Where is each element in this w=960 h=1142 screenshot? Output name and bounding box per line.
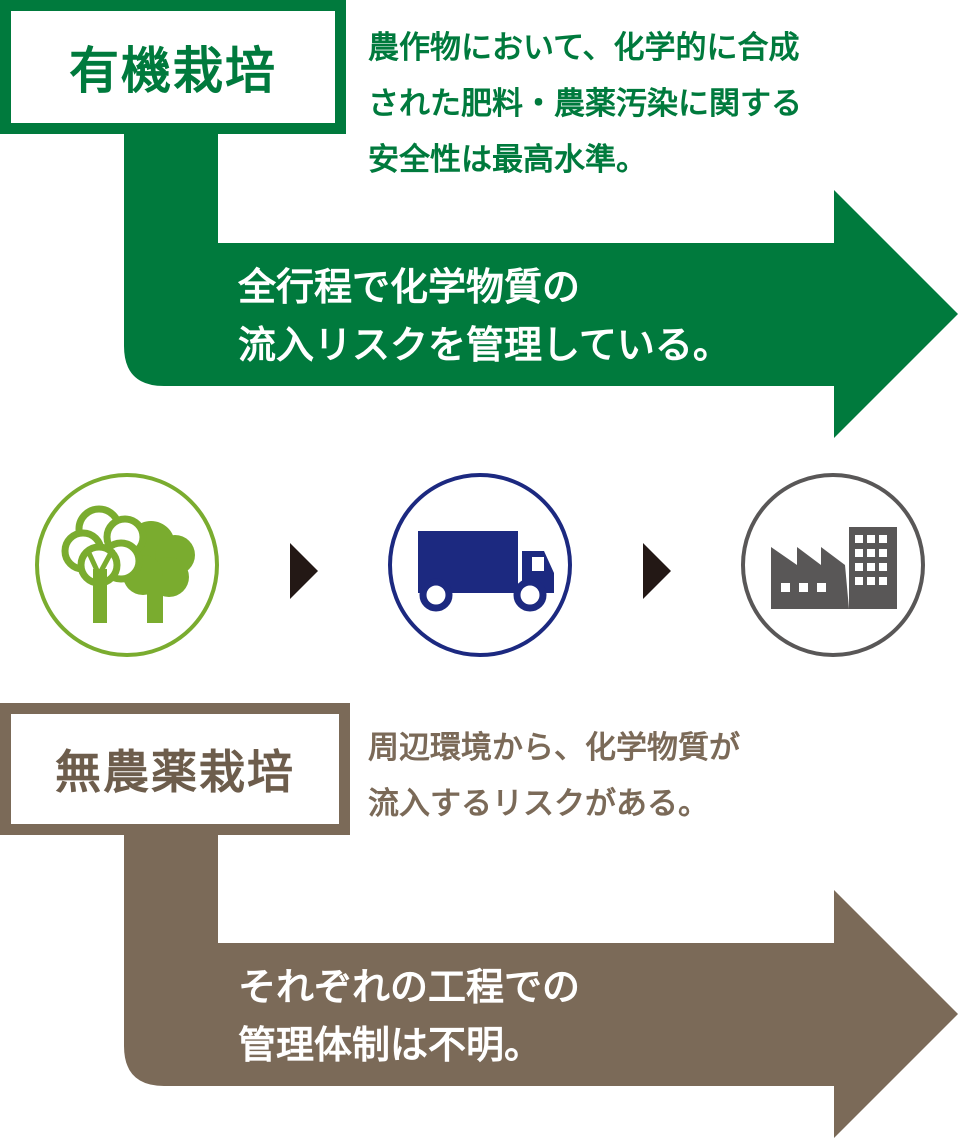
farm-trees-icon: [61, 505, 195, 623]
triangle-right-icon: [290, 543, 318, 599]
truck-circle: [388, 473, 572, 657]
truck-icon: [418, 531, 554, 612]
nopest-description-line: 流入するリスクがある。: [368, 786, 709, 822]
organic-arrow-line: 流入リスクを管理している。: [238, 323, 731, 367]
organic-description-line: 農作物において、化学的に合成: [368, 30, 800, 66]
nopest-arrow-line: それぞれの工程での: [238, 965, 581, 1009]
factory-circle: [741, 473, 925, 657]
organic-label: 有機栽培: [69, 42, 277, 100]
organic-description: 農作物において、化学的に合成 された肥料・農薬汚染に関する 安全性は最高水準。: [368, 20, 948, 188]
organic-description-line: された肥料・農薬汚染に関する: [368, 86, 802, 122]
nopest-description: 周辺環境から、化学物質が 流入するリスクがある。: [368, 720, 948, 832]
nopest-arrow-line: 管理体制は不明。: [238, 1023, 543, 1067]
factory-icon: [771, 527, 897, 609]
nopest-description-line: 周辺環境から、化学物質が: [368, 730, 740, 766]
nopest-label-box: 無農薬栽培: [0, 703, 350, 835]
nopest-arrow-shape: [124, 832, 958, 1138]
farm-circle: [35, 473, 219, 657]
organic-arrow-shape: [124, 130, 958, 438]
nopest-arrow-text: それぞれの工程での 管理体制は不明。: [238, 958, 878, 1074]
organic-description-line: 安全性は最高水準。: [368, 142, 647, 178]
organic-arrow-text: 全行程で化学物質の 流入リスクを管理している。: [238, 258, 878, 374]
nopest-label: 無農薬栽培: [55, 745, 295, 799]
triangle-right-icon: [643, 543, 671, 599]
organic-label-box: 有機栽培: [0, 0, 346, 134]
organic-arrow-line: 全行程で化学物質の: [238, 265, 581, 309]
